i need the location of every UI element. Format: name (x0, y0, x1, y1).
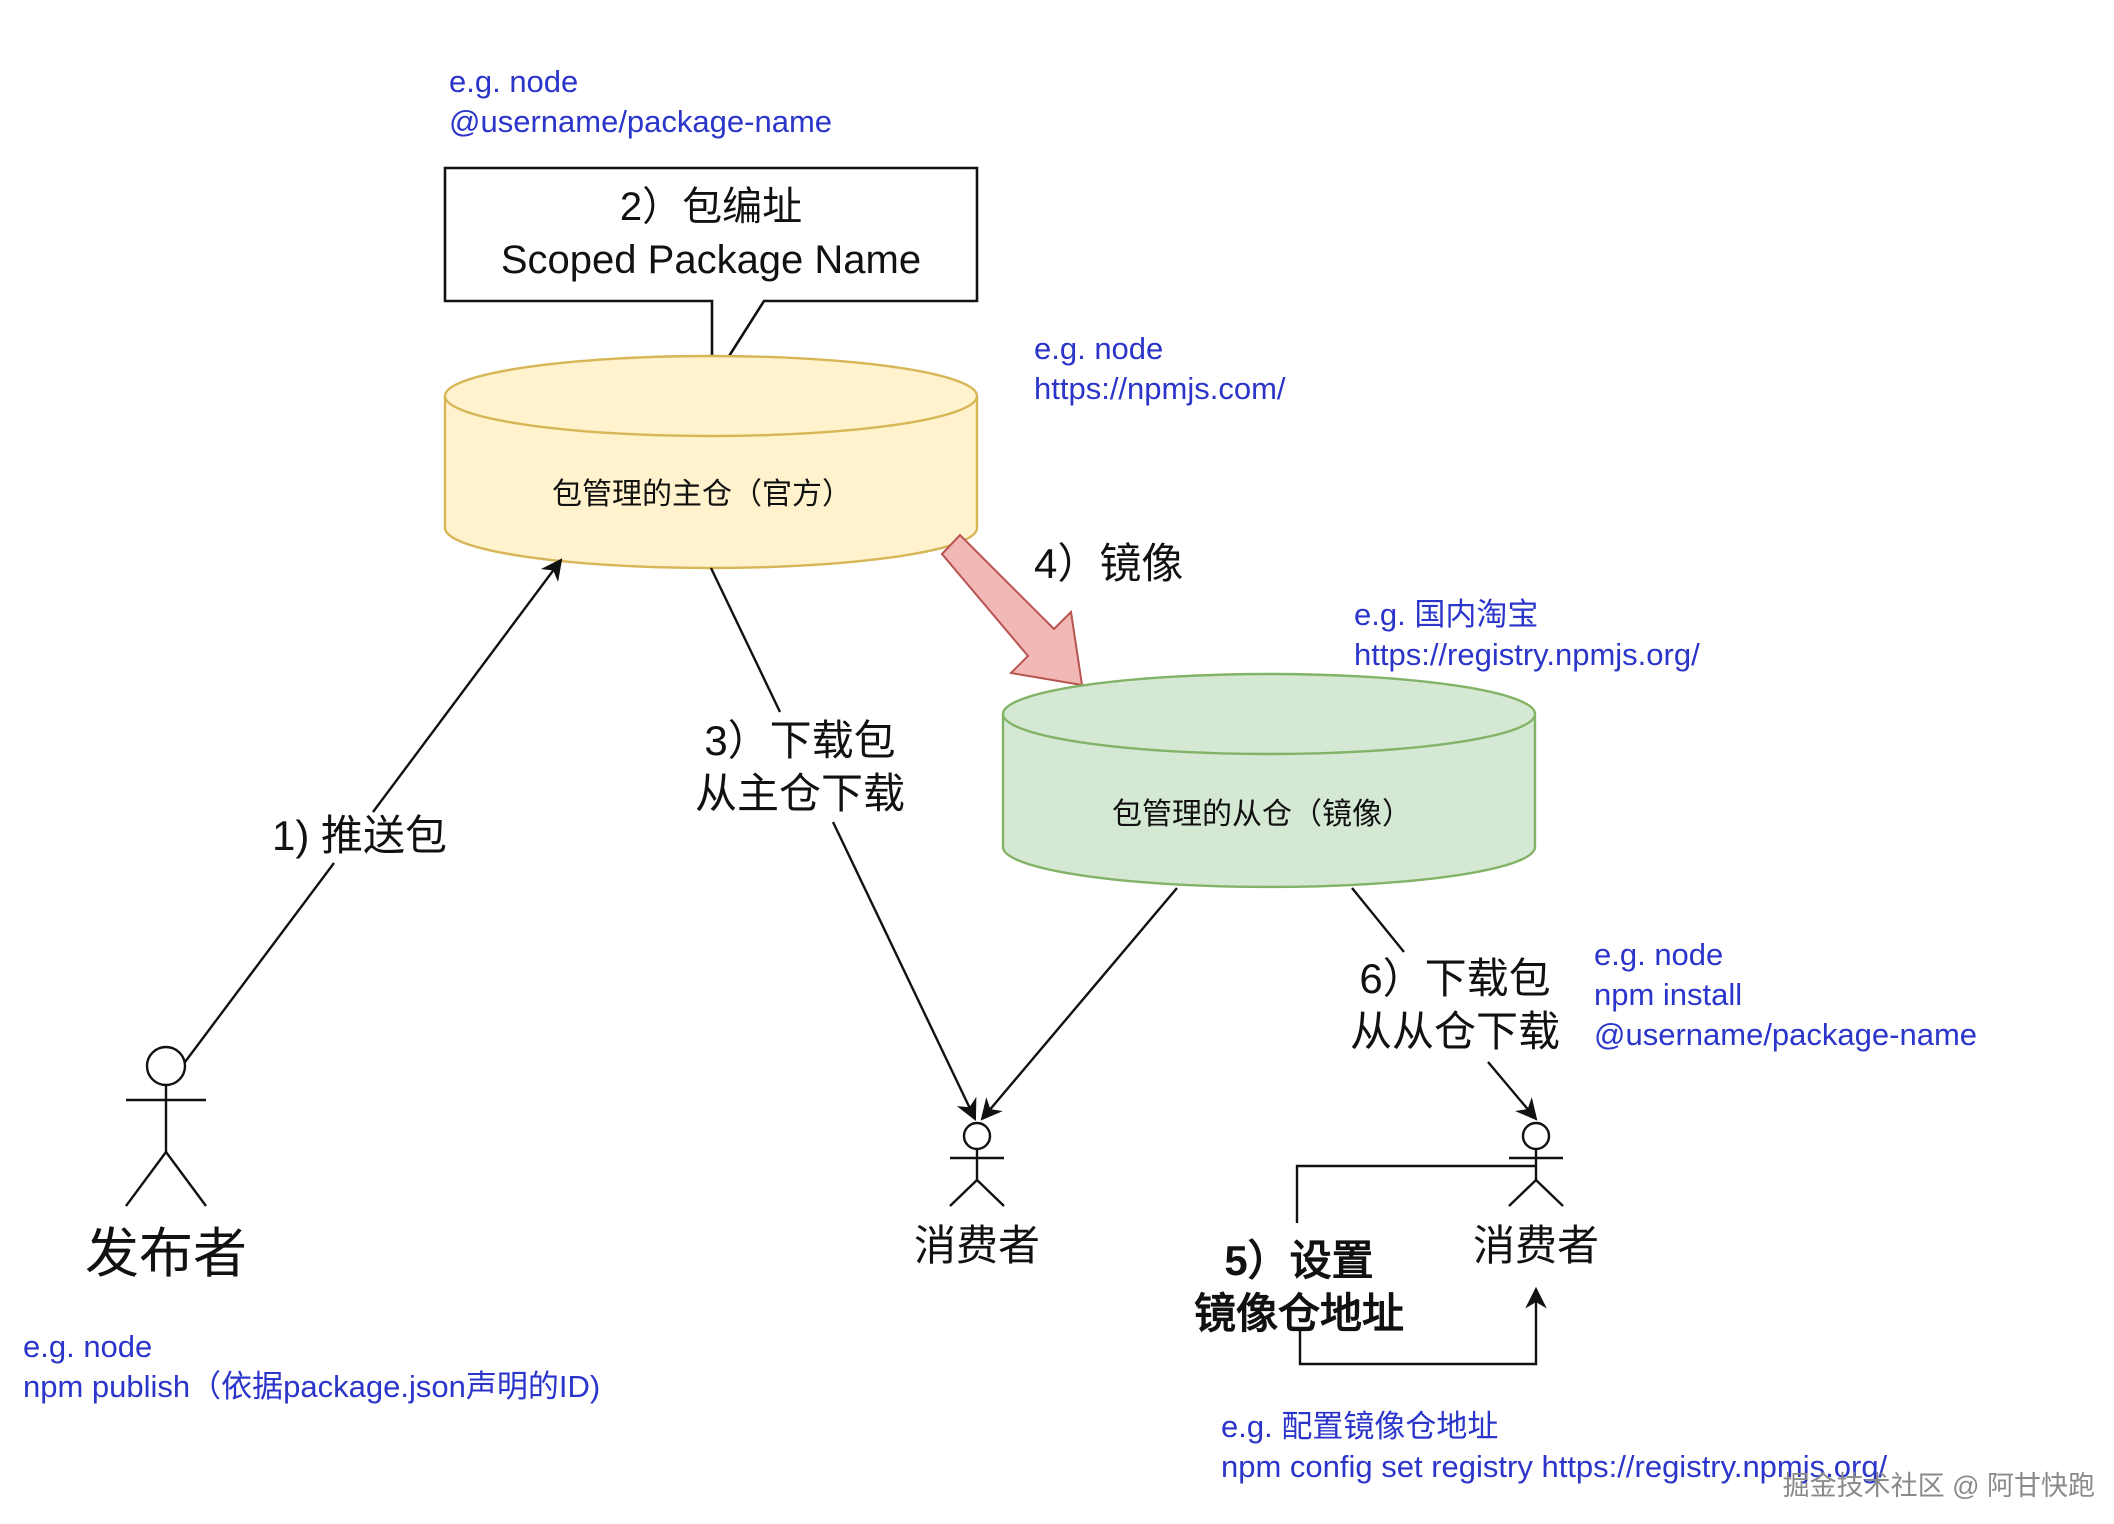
mirror-repo-body (1001, 714, 1537, 889)
mirror-repo-note-line1: e.g. 国内淘宝 (1354, 597, 1538, 632)
mirror-repo-note-line2: https://registry.npmjs.org/ (1354, 637, 1700, 672)
step1-arrow-upper (372, 558, 563, 813)
step3-line-upper (709, 567, 782, 713)
step5-loop-upper (1295, 1164, 1536, 1223)
callout-note-line1: e.g. node (449, 64, 578, 99)
step6-arrow-lower (1487, 1061, 1538, 1121)
publisher-leg-left (125, 1151, 167, 1207)
consumer2-actor (1508, 1121, 1564, 1207)
step1-line-lower (184, 862, 335, 1063)
publisher-note-line2: npm publish（依据package.json声明的ID) (23, 1369, 600, 1404)
callout-subtitle: Scoped Package Name (501, 238, 921, 282)
step5-note-line2: npm config set registry https://registry… (1221, 1449, 1888, 1484)
publisher-actor (125, 1045, 207, 1207)
step3-label-line2: 从主仓下载 (695, 770, 905, 817)
consumer2-head (1521, 1121, 1551, 1151)
mirror-repo-top (1001, 672, 1537, 756)
step6-label-line1: 6）下载包 (1359, 955, 1550, 1002)
consumer2-leg-left (1508, 1179, 1537, 1207)
mirror-arrow (940, 533, 1084, 687)
consumer1-actor (949, 1121, 1005, 1207)
consumer1-leg-right (976, 1179, 1005, 1207)
step6-note-line1: e.g. node (1594, 937, 1723, 972)
step5-note-line1: e.g. 配置镜像仓地址 (1221, 1409, 1498, 1444)
step6-note-line2: npm install (1594, 977, 1742, 1012)
consumer1-label: 消费者 (914, 1222, 1040, 1269)
callout-scoped-package-name: 2）包编址 Scoped Package Name (443, 166, 979, 388)
step5-label-line1: 5）设置 (1224, 1237, 1373, 1284)
primary-repo-note-line2: https://npmjs.com/ (1034, 371, 1286, 406)
callout-title: 2）包编址 (620, 185, 802, 229)
mirror-arrow-label: 4）镜像 (1034, 540, 1183, 587)
publisher-leg-right (165, 1151, 207, 1207)
step6-note-line3: @username/package-name (1594, 1017, 1977, 1052)
consumer2-leg-right (1535, 1179, 1564, 1207)
primary-repo-top (443, 354, 979, 438)
watermark: 掘金技术社区 @ 阿甘快跑 (1783, 1471, 2095, 1501)
step3-arrow-lower (831, 821, 977, 1121)
primary-repo-cylinder: 包管理的主仓（官方） (443, 354, 979, 570)
step6-line-upper (1351, 887, 1405, 953)
step5-loop-lower (1298, 1286, 1547, 1366)
mirror-to-consumer1-arrow (980, 887, 1178, 1121)
step3-label-line1: 3）下载包 (704, 717, 895, 764)
primary-repo-label: 包管理的主仓（官方） (552, 478, 852, 511)
consumer1-leg-left (949, 1179, 978, 1207)
consumer1-head (962, 1121, 992, 1151)
consumer2-label: 消费者 (1473, 1222, 1599, 1269)
publisher-note-line1: e.g. node (23, 1329, 152, 1364)
step6-label-line2: 从从仓下载 (1350, 1008, 1560, 1055)
step1-label: 1) 推送包 (272, 812, 447, 859)
callout-shape (443, 166, 979, 388)
callout-note-line2: @username/package-name (449, 104, 832, 139)
publisher-label: 发布者 (85, 1224, 247, 1284)
mirror-repo-cylinder: 包管理的从仓（镜像） (1001, 672, 1537, 889)
mirror-repo-label: 包管理的从仓（镜像） (1112, 798, 1412, 831)
publisher-head (145, 1045, 187, 1087)
primary-repo-note-line1: e.g. node (1034, 331, 1163, 366)
step5-label-line2: 镜像仓地址 (1194, 1290, 1404, 1337)
